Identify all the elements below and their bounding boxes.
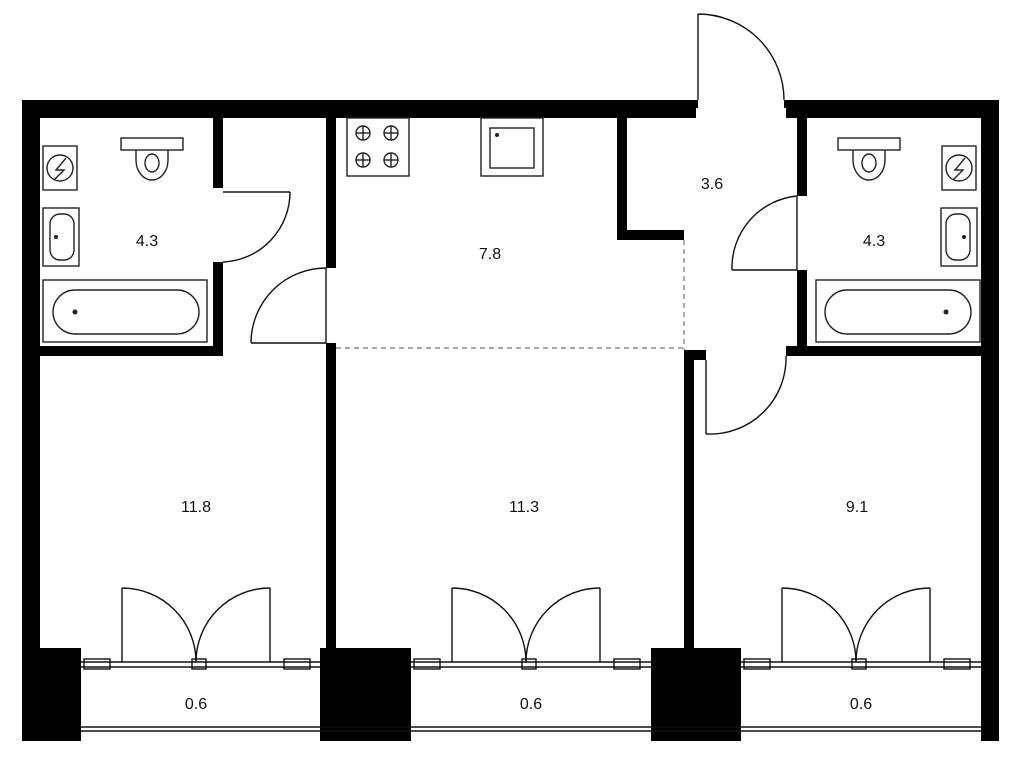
stove-icon xyxy=(346,117,410,177)
wall-bath-right-bottom xyxy=(786,346,981,356)
room-labels: 4.3 7.8 3.6 4.3 11.8 11.3 9.1 0.6 0.6 0.… xyxy=(136,176,885,713)
kitchen-door-icon xyxy=(250,267,327,344)
bathtub-left-icon xyxy=(42,279,208,343)
bath-right-area: 4.3 xyxy=(863,233,885,250)
wall-bath-left-bottom xyxy=(40,346,223,356)
wall-bath-left-right-lower xyxy=(213,262,223,356)
bedroom-right-area: 9.1 xyxy=(846,499,868,516)
balcony-middle-door-icon xyxy=(451,587,601,663)
wall-kitchen-left-upper xyxy=(326,118,336,268)
bedroom-left-area: 11.8 xyxy=(181,499,211,516)
bath-left-door-icon xyxy=(222,191,291,263)
entry-door-icon xyxy=(697,13,785,101)
balcony-left-area: 0.6 xyxy=(185,696,207,713)
wall-living-right xyxy=(684,350,694,648)
bedroom-right-door-icon xyxy=(705,355,787,435)
wall-top-left xyxy=(22,100,696,118)
balcony-right-area: 0.6 xyxy=(850,696,872,713)
facade-lines xyxy=(81,658,981,732)
jamb-entry-left xyxy=(690,100,698,108)
living-area: 11.3 xyxy=(509,499,539,516)
balcony-middle-area: 0.6 xyxy=(520,696,542,713)
wall-bath-left-right-upper xyxy=(213,118,223,188)
hall-area: 3.6 xyxy=(701,176,723,193)
wall-bath-right-left-upper xyxy=(797,118,807,196)
bath-left-area: 4.3 xyxy=(136,233,158,250)
wall-hall-stub xyxy=(684,350,706,360)
pillar-far-right xyxy=(981,648,999,741)
wall-bath-right-left-lower xyxy=(797,270,807,356)
pillar-left xyxy=(22,648,81,741)
sink-right-icon xyxy=(940,207,978,267)
kitchen-area: 7.8 xyxy=(479,246,501,263)
wall-top-right xyxy=(786,100,999,118)
sink-left-icon xyxy=(42,207,80,267)
window-sills xyxy=(81,658,981,670)
walls xyxy=(22,100,999,741)
water-heater-icon xyxy=(42,145,78,191)
zone-dividers xyxy=(336,240,685,350)
wall-hall-left xyxy=(617,118,627,240)
wall-living-left xyxy=(326,343,336,648)
toilet-left-icon xyxy=(120,137,184,181)
pillar-right xyxy=(651,648,741,741)
pillar-middle xyxy=(320,648,411,741)
wall-left xyxy=(22,100,40,660)
balcony-left-door-icon xyxy=(121,587,271,663)
balcony-right-door-icon xyxy=(781,587,931,663)
kitchen-sink-icon xyxy=(480,117,544,177)
wall-right xyxy=(981,100,999,660)
bathtub-right-icon xyxy=(815,279,981,343)
bath-right-door-icon xyxy=(731,195,798,271)
water-heater-right-icon xyxy=(941,145,977,191)
jamb-entry-right xyxy=(784,100,792,108)
doors xyxy=(121,13,931,663)
fixtures xyxy=(42,117,981,343)
toilet-right-icon xyxy=(837,137,901,181)
wall-hall-jog xyxy=(617,230,684,240)
